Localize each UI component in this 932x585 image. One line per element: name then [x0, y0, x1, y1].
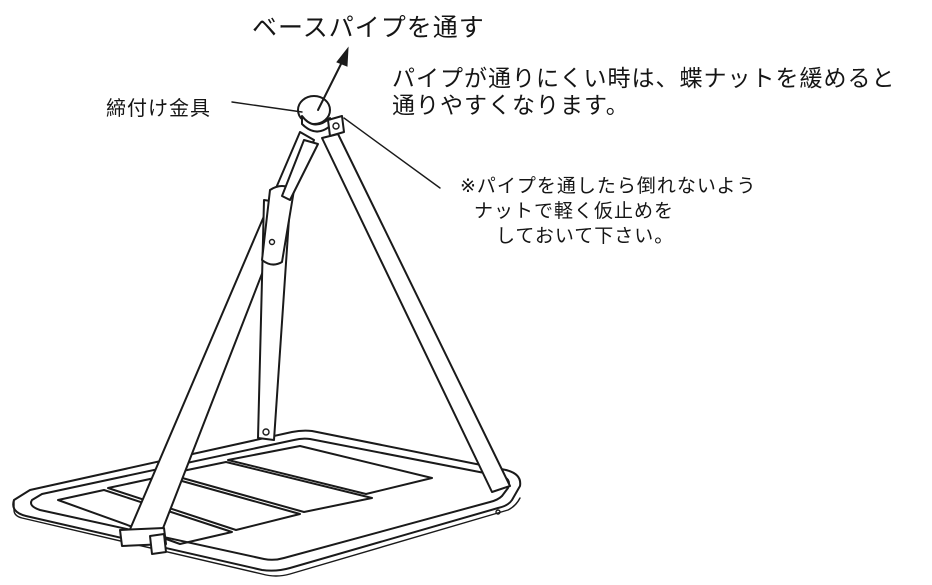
- fitting-label: 締付け金具: [106, 96, 211, 120]
- note-line-1: ※パイプを通したら倒れないよう: [460, 175, 757, 197]
- tip-line-2: 通りやすくなります。: [392, 93, 630, 119]
- leader-lines: [231, 101, 441, 189]
- tip-text: パイプが通りにくい時は、蝶ナットを緩めると 通りやすくなります。: [392, 66, 896, 120]
- note-line-2: ナットで軽く仮止めを: [474, 200, 675, 222]
- foot-bracket: [119, 527, 167, 555]
- note-line-3: しておいて下さい。: [496, 225, 675, 247]
- clamp-fitting: [297, 95, 345, 137]
- insertion-arrow: [317, 46, 349, 111]
- tip-line-1: パイプが通りにくい時は、蝶ナットを緩めると: [392, 66, 896, 92]
- pipe-insert-label: ベースパイプを通す: [252, 13, 485, 42]
- rear-leg: [257, 139, 319, 441]
- base-frame: [12, 429, 522, 577]
- base-slats: [57, 445, 433, 545]
- note-text: ※パイプを通したら倒れないよう ナットで軽く仮止めを しておいて下さい。: [460, 174, 757, 249]
